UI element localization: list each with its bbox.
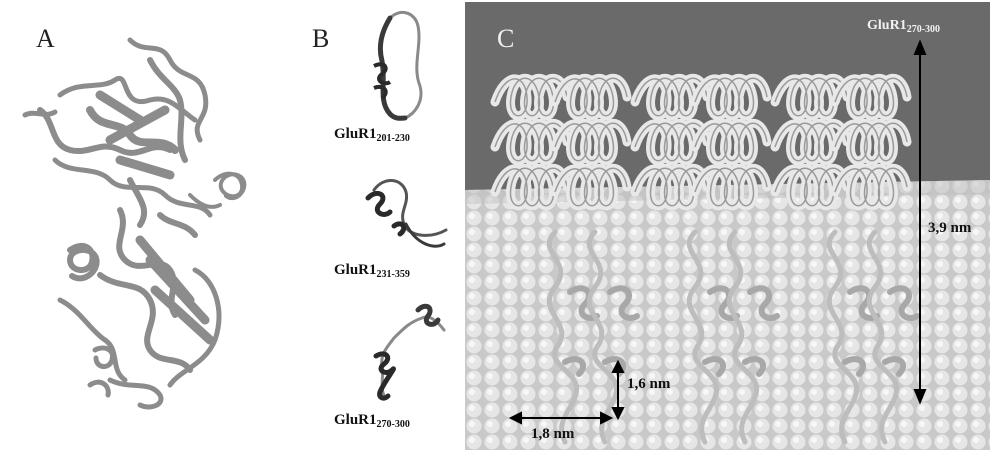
vertical-spacing-label: 1,6 nm: [627, 376, 671, 392]
panel-c-letter: C: [497, 24, 515, 53]
peptide-structure-2: [365, 179, 448, 248]
panel-b: B GluR1201-230 GluR1231-359 GluR1270-300: [300, 0, 465, 458]
panel-a: A: [0, 0, 300, 458]
panel-a-letter: A: [36, 24, 55, 53]
peptide-structure-1: [373, 10, 423, 121]
full-protein-structure: [22, 37, 247, 410]
peptide-label-2: GluR1231-359: [334, 262, 410, 280]
height-dimension-label: 3,9 nm: [928, 220, 972, 236]
peptide-array-on-surface: [465, 2, 990, 450]
peptide-label-3: GluR1270-300: [334, 412, 410, 430]
panel-c-peptide-label: GluR1270-300: [867, 18, 941, 35]
horizontal-spacing-label: 1,8 nm: [531, 426, 575, 442]
peptide-label-1: GluR1201-230: [334, 126, 410, 144]
panel-b-letter: B: [312, 24, 330, 53]
panel-c: C GluR1270-300 3,9 nm 1,6 nm 1,8 nm: [465, 2, 990, 450]
peptide-structure-3: [373, 303, 446, 401]
